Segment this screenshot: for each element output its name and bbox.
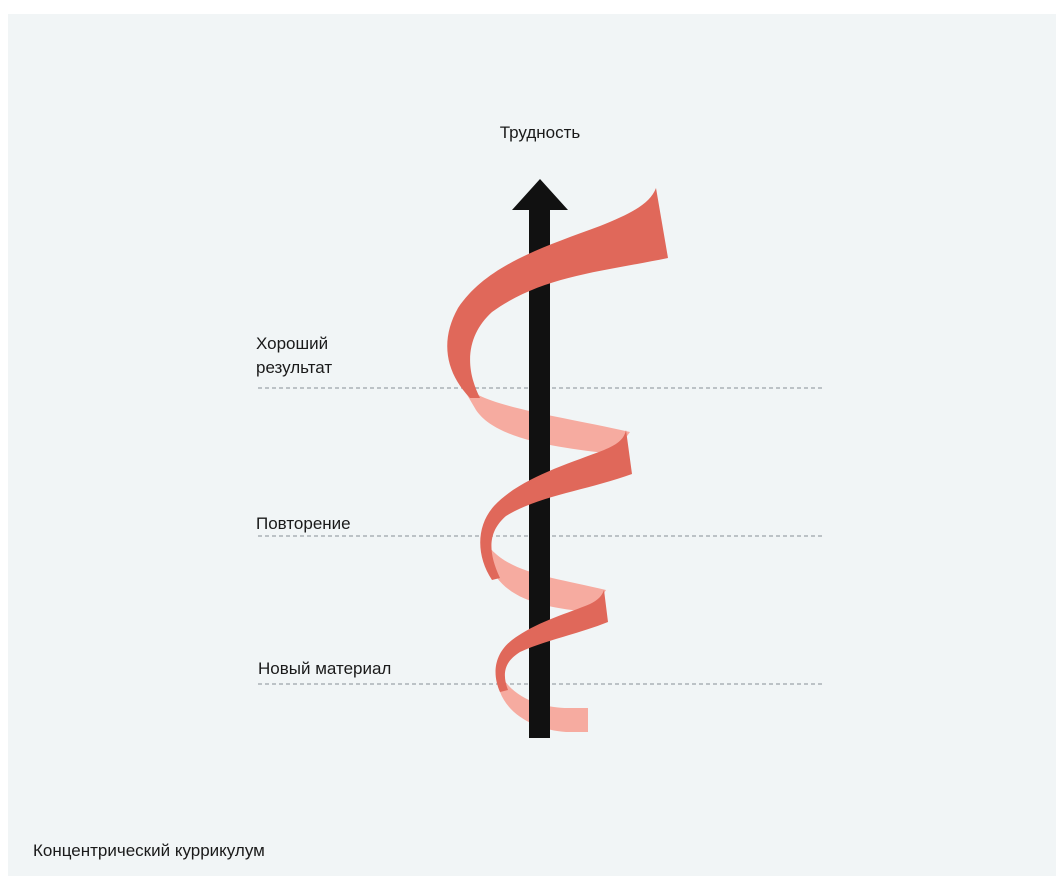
- level-label-good-result: Хороший результат: [256, 334, 333, 377]
- arrow-head: [512, 179, 568, 210]
- spiral-front-segment-top: [447, 188, 668, 398]
- spiral-front-segments: [447, 188, 668, 692]
- level-label-new-material: Новый материал: [258, 659, 392, 678]
- difficulty-arrow: [512, 179, 568, 738]
- diagram-caption: Концентрический куррикулум: [33, 841, 265, 860]
- arrow-shaft: [529, 208, 550, 738]
- spiral-front-segment-bottom: [495, 590, 608, 692]
- spiral-front-segment-middle: [480, 430, 632, 580]
- spiral-back-segment-middle-low: [482, 536, 606, 612]
- level-label-repetition: Повторение: [256, 514, 351, 533]
- spiral-back-segment-bottom: [498, 670, 588, 732]
- axis-title-difficulty: Трудность: [499, 123, 581, 142]
